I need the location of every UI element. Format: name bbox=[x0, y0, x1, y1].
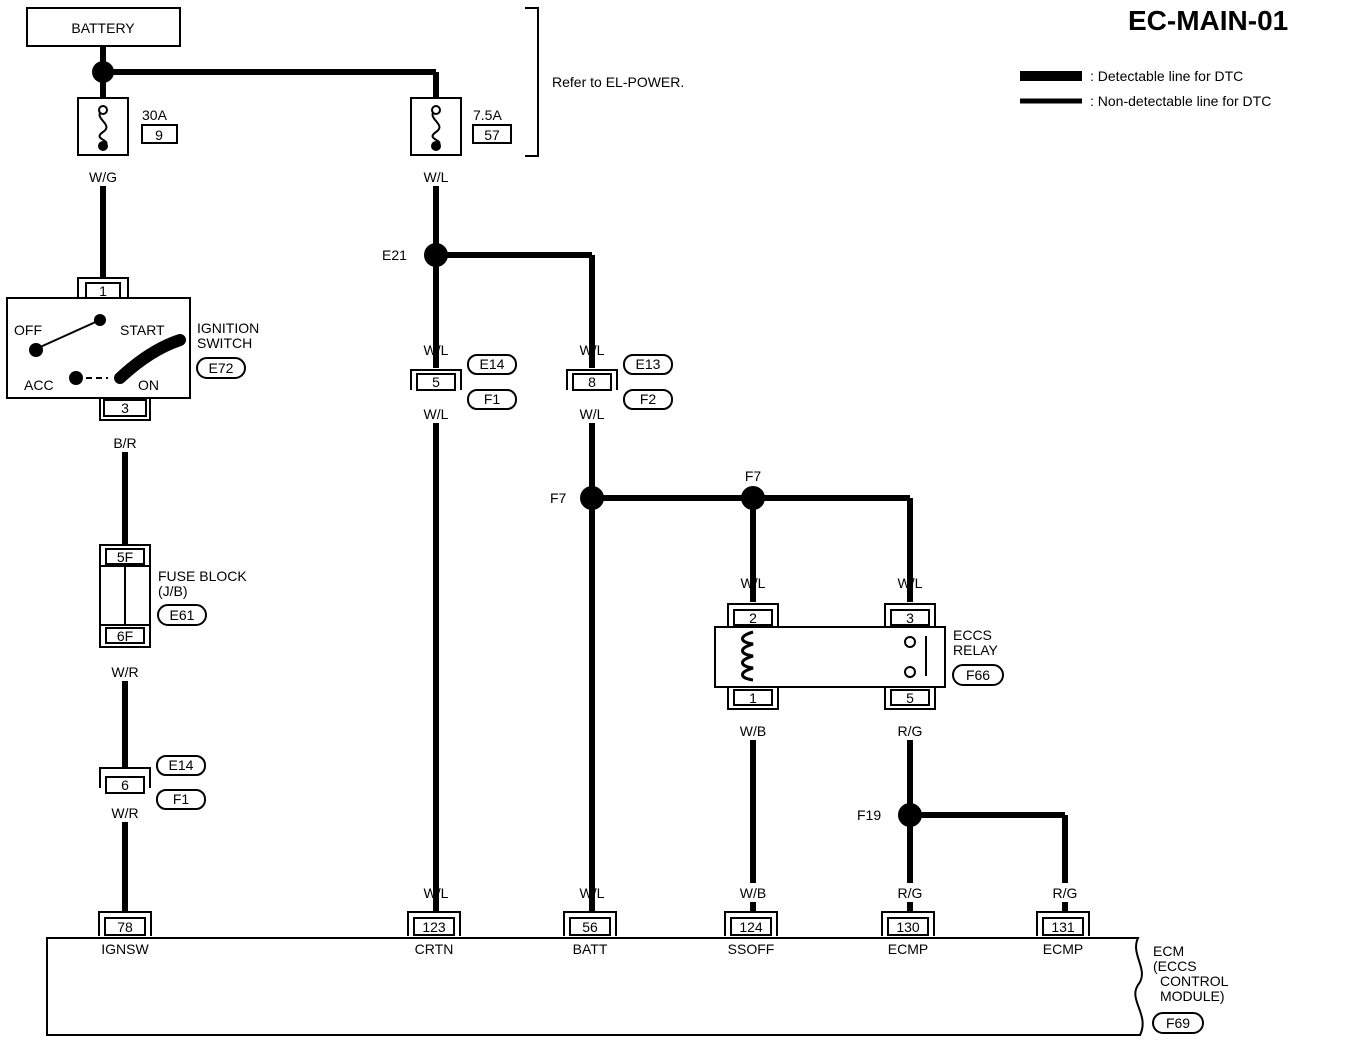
ecm-pin-124-num: 124 bbox=[739, 919, 763, 935]
connector-e13: E13 bbox=[636, 356, 661, 372]
joint-e21-label: E21 bbox=[382, 247, 407, 263]
ecm-pin-78-name: IGNSW bbox=[101, 941, 149, 957]
wire-wl-a2-label: W/L bbox=[424, 406, 449, 422]
wire-wl-e-label: W/L bbox=[741, 575, 766, 591]
connector-pin-6: 6 bbox=[121, 777, 129, 793]
ecm-pin-78: 78 IGNSW bbox=[98, 911, 152, 957]
wire-wl-a1-label: W/L bbox=[424, 342, 449, 358]
ignition-pin-3: 3 bbox=[121, 400, 129, 416]
fuseblock-pin-5f: 5F bbox=[117, 549, 133, 565]
ignition-start-label: START bbox=[120, 322, 165, 338]
joint-f7-right-label: F7 bbox=[745, 468, 762, 484]
legend-nondetectable-label: : Non-detectable line for DTC bbox=[1090, 93, 1271, 109]
relay-title-1: ECCS bbox=[953, 627, 992, 643]
refer-bracket bbox=[525, 7, 539, 157]
fuse-7-5a-number: 57 bbox=[484, 127, 500, 143]
ignition-on-label: ON bbox=[138, 377, 159, 393]
wire-rg-2-label: R/G bbox=[898, 885, 923, 901]
relay-pin-5: 5 bbox=[906, 690, 914, 706]
ecm-module-box bbox=[46, 937, 1144, 1036]
relay-pin-2: 2 bbox=[749, 610, 757, 626]
wire-wg-label: W/G bbox=[89, 169, 117, 185]
ignition-acc-label: ACC bbox=[24, 377, 54, 393]
ignition-connector: E72 bbox=[209, 360, 234, 376]
wire-rg-3-label: R/G bbox=[1053, 885, 1078, 901]
fuse-7-5a-amps: 7.5A bbox=[473, 107, 502, 123]
fuse-30a-amps: 30A bbox=[142, 107, 168, 123]
wire-wl-c-label: W/L bbox=[424, 885, 449, 901]
ecm-pin-130: 130 ECMP bbox=[881, 911, 935, 957]
ecm-pin-131-name: ECMP bbox=[1043, 941, 1083, 957]
battery-label: BATTERY bbox=[71, 20, 135, 36]
battery-box bbox=[26, 7, 181, 47]
legend-detectable-label: : Detectable line for DTC bbox=[1090, 68, 1243, 84]
relay-connector: F66 bbox=[966, 667, 990, 683]
connector-e14-mid: E14 bbox=[480, 356, 505, 372]
ignition-pin-1: 1 bbox=[99, 283, 107, 299]
wire-wl-b1-label: W/L bbox=[580, 342, 605, 358]
ecm-pin-123-name: CRTN bbox=[415, 941, 454, 957]
wire-br-label: B/R bbox=[113, 435, 136, 451]
ecm-pin-131: 131 ECMP bbox=[1036, 911, 1090, 957]
relay-title-2: RELAY bbox=[953, 642, 999, 658]
ecm-pin-131-num: 131 bbox=[1051, 919, 1075, 935]
connector-e14-left: E14 bbox=[169, 757, 194, 773]
ignition-title-2: SWITCH bbox=[197, 335, 252, 351]
fuseblock-pin-6f: 6F bbox=[117, 628, 133, 644]
ecm-pin-130-num: 130 bbox=[896, 919, 920, 935]
fuseblock-connector: E61 bbox=[170, 607, 195, 623]
wire-wr-label-1: W/R bbox=[111, 664, 138, 680]
joint-f19-label: F19 bbox=[857, 807, 881, 823]
ecm-pin-130-name: ECMP bbox=[888, 941, 928, 957]
diagram-title: EC-MAIN-01 bbox=[1128, 5, 1288, 36]
fuseblock-title-2: (J/B) bbox=[158, 583, 188, 599]
ignition-off-label: OFF bbox=[14, 322, 42, 338]
ecm-title-3: CONTROL bbox=[1160, 973, 1229, 989]
ecm-pin-56: 56 BATT bbox=[563, 911, 617, 957]
joint-f7-left-label: F7 bbox=[550, 490, 567, 506]
connector-pin-5: 5 bbox=[432, 374, 440, 390]
wire-wb-1-label: W/B bbox=[740, 723, 766, 739]
battery-splice bbox=[92, 61, 114, 83]
wire-wb-2-label: W/B bbox=[740, 885, 766, 901]
wire-wl-b2-label: W/L bbox=[580, 406, 605, 422]
fuseblock-title-1: FUSE BLOCK bbox=[158, 568, 247, 584]
ecm-pin-124: 124 SSOFF bbox=[724, 911, 778, 957]
wire-wr-label-2: W/R bbox=[111, 805, 138, 821]
connector-f2: F2 bbox=[640, 391, 657, 407]
connector-f1-mid: F1 bbox=[484, 391, 501, 407]
wire-wl-top-label: W/L bbox=[424, 169, 449, 185]
wire-wl-f-label: W/L bbox=[898, 575, 923, 591]
ecm-pin-78-num: 78 bbox=[117, 919, 133, 935]
fuse-30a-number: 9 bbox=[155, 127, 163, 143]
relay-pin-3: 3 bbox=[906, 610, 914, 626]
ecm-pin-123: 123 CRTN bbox=[407, 911, 461, 957]
fuse-7-5a-symbol bbox=[431, 109, 441, 147]
ecm-title-2: (ECCS bbox=[1153, 958, 1197, 974]
ecm-pin-124-name: SSOFF bbox=[728, 941, 775, 957]
relay-coil bbox=[741, 630, 754, 682]
ecm-pin-56-num: 56 bbox=[582, 919, 598, 935]
ignition-title-1: IGNITION bbox=[197, 320, 259, 336]
fuse-30a-symbol bbox=[98, 109, 108, 147]
connector-f1-left: F1 bbox=[173, 791, 190, 807]
ecm-pin-56-name: BATT bbox=[573, 941, 608, 957]
relay-pin-1: 1 bbox=[749, 690, 757, 706]
ecm-pin-123-num: 123 bbox=[422, 919, 446, 935]
ecm-title-4: MODULE) bbox=[1160, 988, 1225, 1004]
refer-text: Refer to EL-POWER. bbox=[552, 74, 684, 90]
wire-rg-1-label: R/G bbox=[898, 723, 923, 739]
ecm-connector: F69 bbox=[1166, 1015, 1190, 1031]
ecm-title-1: ECM bbox=[1153, 943, 1184, 959]
wire-wl-d-label: W/L bbox=[580, 885, 605, 901]
connector-pin-8: 8 bbox=[588, 374, 596, 390]
